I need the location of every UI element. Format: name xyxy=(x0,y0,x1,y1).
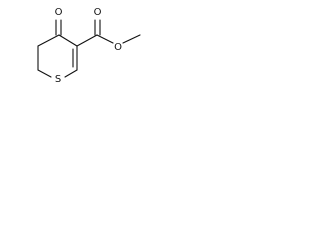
ester-carbonyl-oxygen-label: O xyxy=(94,7,102,18)
bond-c2-s1 xyxy=(64,69,78,78)
bond-c5-c4 xyxy=(37,34,60,47)
bond-ester-carbon-oxygen xyxy=(96,34,114,44)
bond-c3-ester-carbon xyxy=(76,34,98,47)
bond-c4-c3 xyxy=(58,34,78,47)
ring-sulfur-label: S xyxy=(55,74,61,85)
ketone-oxygen-label: O xyxy=(55,7,63,18)
ester-oxygen-label: O xyxy=(114,42,122,53)
ketone-group: O xyxy=(55,7,63,36)
chemical-structure-diagram: O O O S xyxy=(37,7,141,85)
bond-s1-c6 xyxy=(37,69,52,78)
ring-bonds xyxy=(37,34,78,78)
bond-oxygen-methyl xyxy=(122,34,141,44)
ester-group: O O xyxy=(76,7,141,53)
